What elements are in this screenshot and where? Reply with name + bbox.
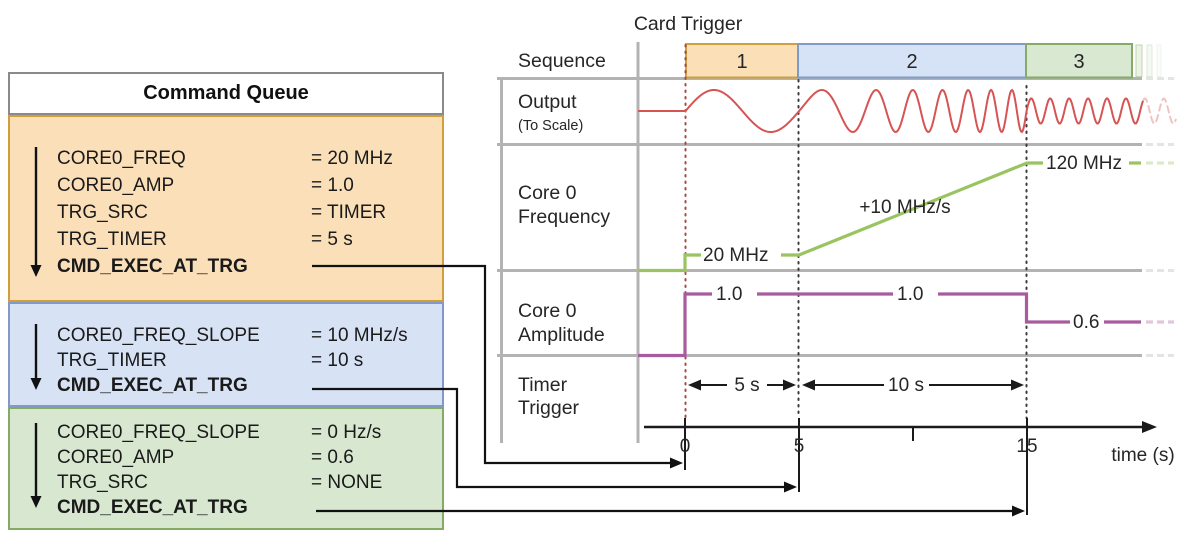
tick-label-5: 5 (794, 436, 805, 457)
command-value: = 5 s (311, 229, 353, 250)
freq-slope-label: +10 MHz/s (859, 197, 950, 218)
command-name: TRG_TIMER (57, 229, 167, 250)
row-label-freq-1: Core 0 (518, 182, 577, 204)
command-row: CORE0_AMP = 0.6 (57, 445, 442, 470)
command-name: TRG_SRC (57, 472, 148, 493)
sequence-number-1: 1 (736, 51, 747, 73)
sequence-block-1 (685, 43, 799, 79)
command-row: TRG_TIMER = 5 s (57, 226, 442, 253)
output-wave-path (638, 88, 1144, 134)
row-label-output: Output (518, 91, 577, 113)
arrow-right-icon (1011, 379, 1024, 391)
command-name: CORE0_AMP (57, 447, 175, 468)
sequence-block-3 (1025, 43, 1133, 79)
command-value: = 20 MHz (311, 148, 393, 169)
command-block-1: CORE0_FREQ = 20 MHz CORE0_AMP = 1.0 TRG_… (8, 115, 444, 302)
row-label-timer-2: Trigger (518, 397, 580, 419)
command-name: TRG_SRC (57, 202, 148, 223)
amplitude-trace (638, 292, 1174, 358)
command-row: TRG_SRC = TIMER (57, 199, 442, 226)
command-exec-row: CMD_EXEC_AT_TRG (57, 373, 442, 398)
command-name: CORE0_FREQ (57, 148, 186, 169)
command-name: TRG_TIMER (57, 350, 167, 371)
command-name: CORE0_FREQ_SLOPE (57, 422, 260, 443)
output-wave-fade (1142, 97, 1177, 125)
row-label-freq-2: Frequency (518, 206, 610, 228)
axis-arrow-icon (1142, 421, 1157, 433)
output-waveform (638, 88, 1177, 134)
connector-arrow-icon (1012, 505, 1025, 517)
command-value: = NONE (311, 472, 383, 493)
command-row: TRG_SRC = NONE (57, 470, 442, 495)
freq-start-label: 20 MHz (703, 245, 768, 266)
amp-label-2: 1.0 (897, 284, 923, 305)
time-axis (644, 418, 1157, 515)
amp-label-1: 1.0 (716, 284, 742, 305)
command-block-3: CORE0_FREQ_SLOPE = 0 Hz/s CORE0_AMP = 0.… (8, 407, 444, 530)
command-name: CMD_EXEC_AT_TRG (57, 256, 248, 277)
command-row: CORE0_FREQ_SLOPE = 0 Hz/s (57, 420, 442, 445)
connector-arrow-icon (784, 481, 797, 493)
sequence-block-fade (1146, 44, 1153, 77)
command-queue-box: Command Queue CORE0_FREQ = 20 MHz CORE0_… (8, 72, 444, 530)
time-axis-label: time (s) (1111, 445, 1174, 466)
command-row: TRG_TIMER = 10 s (57, 348, 442, 373)
card-trigger-label: Card Trigger (634, 13, 743, 35)
command-name: CMD_EXEC_AT_TRG (57, 375, 248, 396)
frequency-trace (638, 161, 1174, 273)
command-value: = 10 s (311, 350, 364, 371)
interval-2-label: 10 s (888, 375, 924, 396)
sequence-number-2: 2 (906, 51, 917, 73)
timer-interval-arrows (688, 379, 1024, 391)
row-label-timer-1: Timer (518, 374, 568, 396)
sequence-block-fade (1156, 44, 1162, 77)
command-row: CORE0_FREQ_SLOPE = 10 MHz/s (57, 323, 442, 348)
arrow-right-icon (783, 379, 796, 391)
arrow-left-icon (688, 379, 701, 391)
command-name: CMD_EXEC_AT_TRG (57, 497, 248, 518)
diagram-grid (497, 42, 1174, 443)
arrow-left-icon (802, 379, 815, 391)
command-value: = 1.0 (311, 175, 354, 196)
command-exec-row: CMD_EXEC_AT_TRG (57, 495, 442, 520)
command-row: CORE0_FREQ = 20 MHz (57, 145, 442, 172)
sequence-block-fade (1135, 44, 1143, 77)
command-name: CORE0_AMP (57, 175, 175, 196)
connector-arrow-icon (670, 457, 683, 469)
row-label-amp-1: Core 0 (518, 300, 577, 322)
command-value: = TIMER (311, 202, 387, 223)
command-exec-row: CMD_EXEC_AT_TRG (57, 253, 442, 280)
tick-label-15: 15 (1016, 436, 1037, 457)
tick-label-0: 0 (680, 436, 691, 457)
command-value: = 0.6 (311, 447, 354, 468)
sequence-blocks: 1 2 3 (685, 43, 1162, 79)
sequence-number-3: 3 (1073, 51, 1084, 73)
row-label-amp-2: Amplitude (518, 324, 605, 346)
command-name: CORE0_FREQ_SLOPE (57, 325, 260, 346)
command-value: = 0 Hz/s (311, 422, 382, 443)
interval-1-label: 5 s (734, 375, 759, 396)
trigger-dotted-lines (684, 44, 1028, 419)
command-queue-title: Command Queue (8, 72, 444, 115)
sequence-block-2 (797, 43, 1027, 79)
command-row: CORE0_AMP = 1.0 (57, 172, 442, 199)
command-value: = 10 MHz/s (311, 325, 408, 346)
row-label-sequence: Sequence (518, 50, 606, 72)
row-label-output-sub: (To Scale) (518, 118, 583, 134)
command-block-2: CORE0_FREQ_SLOPE = 10 MHz/s TRG_TIMER = … (8, 302, 444, 407)
amp-label-3: 0.6 (1073, 312, 1099, 333)
freq-end-label: 120 MHz (1046, 153, 1122, 174)
